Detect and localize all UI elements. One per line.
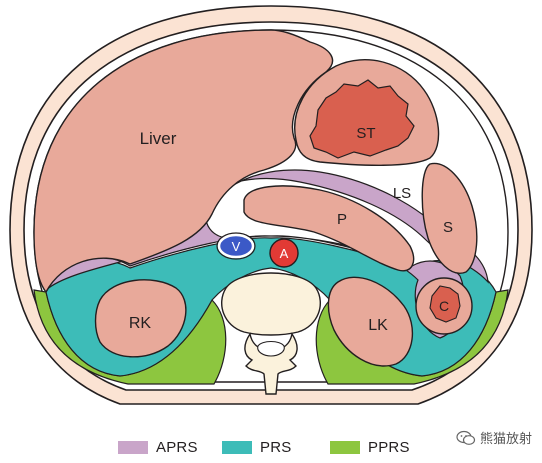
aorta (269, 238, 299, 268)
label-spleen: S (443, 219, 453, 236)
label-colon: C (439, 298, 449, 314)
legend-item-prs: PRS (222, 436, 291, 458)
label-stomach: ST (356, 125, 375, 142)
left-kidney (327, 276, 414, 367)
legend-label-pprs: PPRS (368, 438, 410, 456)
vertebral-body (221, 272, 321, 336)
label-liver: Liver (140, 129, 177, 148)
pancreas (243, 185, 415, 272)
spinal-canal (257, 340, 285, 357)
label-pancreas: P (337, 211, 347, 228)
label-aorta: A (280, 246, 289, 261)
stomach-lumen (309, 79, 415, 159)
inferior-vena-cava-outline (216, 232, 256, 260)
watermark-text: 熊猫放射 (479, 431, 532, 446)
right-kidney (94, 279, 187, 358)
liver (33, 29, 334, 294)
legend-item-pprs: PPRS (330, 436, 410, 458)
legend-label-aprs: APRS (156, 438, 198, 456)
spleen (421, 162, 478, 274)
legend-item-aprs: APRS (118, 436, 198, 458)
legend: APRS PRS PPRS (0, 436, 542, 458)
watermark: 熊猫放射 (456, 428, 532, 447)
legend-swatch-aprs (118, 440, 148, 454)
legend-swatch-prs (222, 440, 252, 454)
colon-lumen (429, 285, 461, 323)
legend-label-prs: PRS (260, 438, 292, 456)
label-right-kidney: RK (129, 315, 152, 332)
label-vein: V (232, 239, 241, 254)
wechat-icon (456, 430, 476, 445)
legend-swatch-pprs (330, 440, 360, 454)
inferior-vena-cava (217, 233, 255, 259)
label-lesser-sac: LS (393, 185, 411, 202)
label-left-kidney: LK (368, 317, 388, 334)
